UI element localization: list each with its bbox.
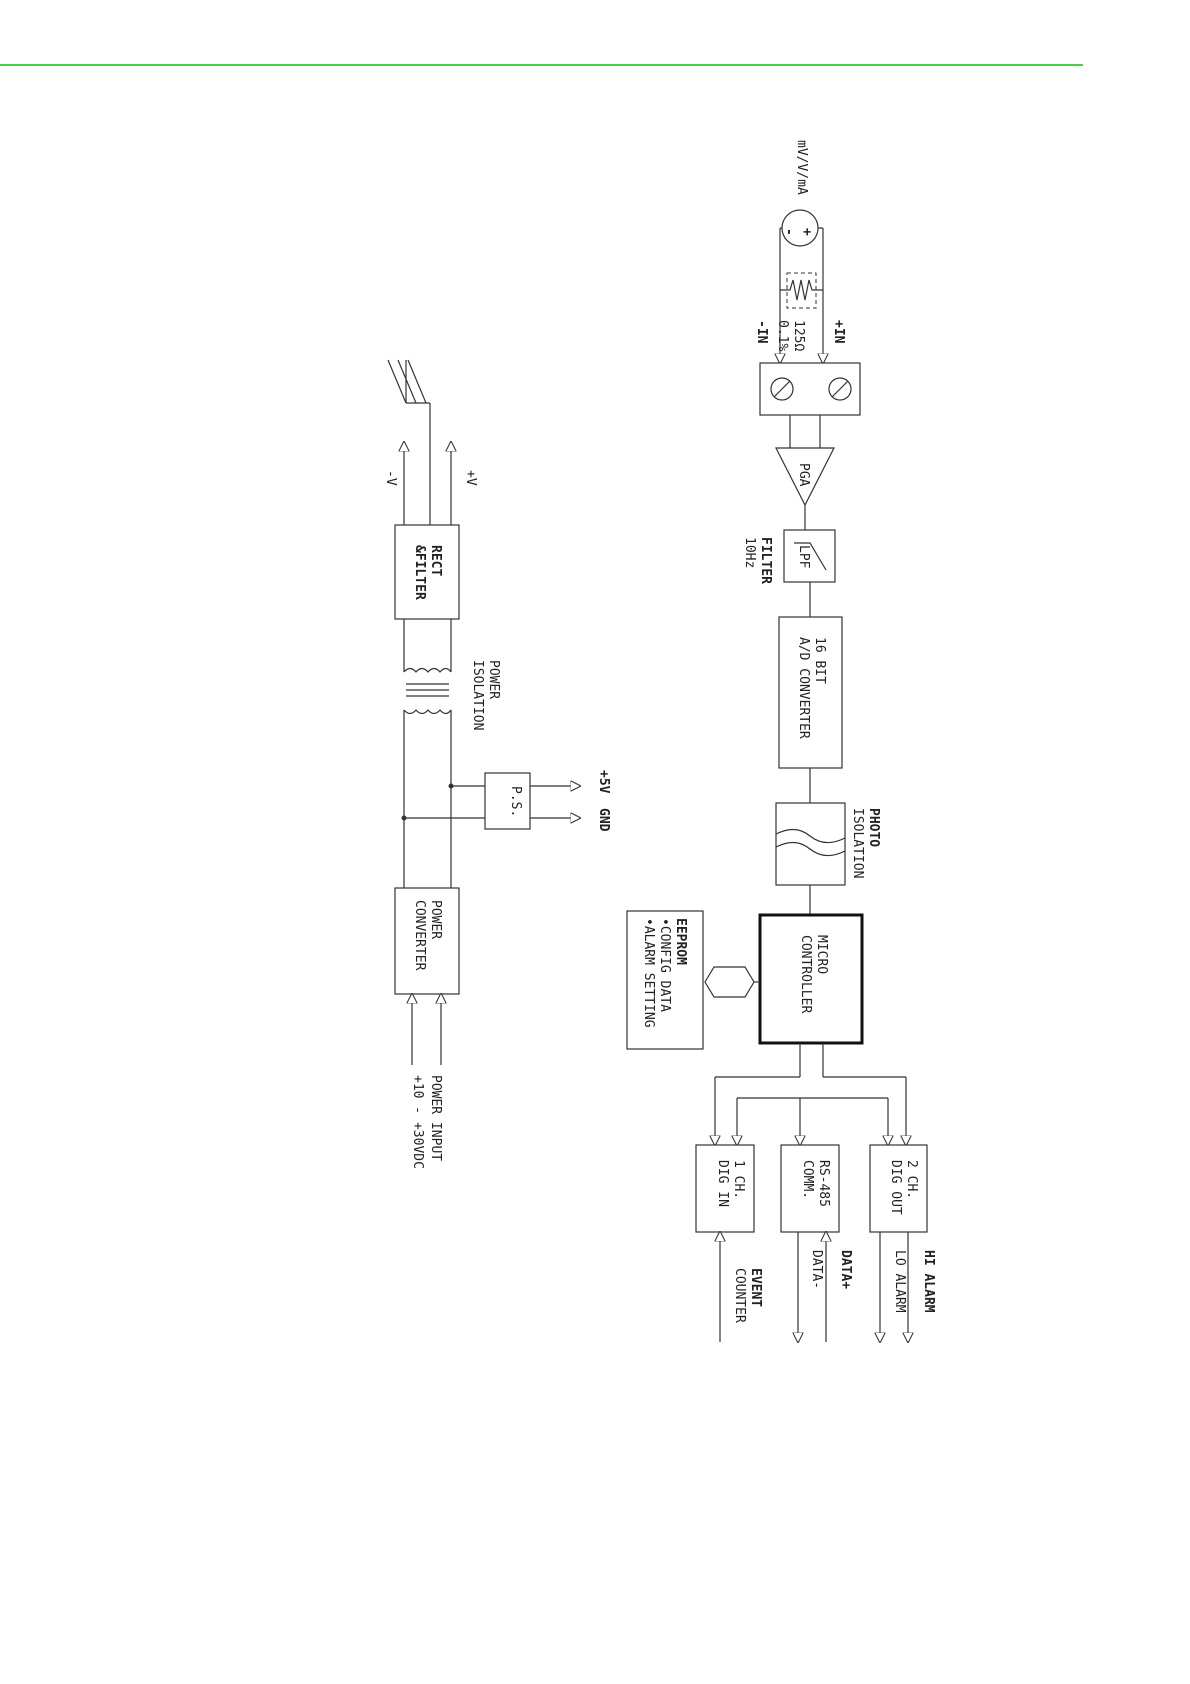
ad-converter: 16 BIT A/D CONVERTER bbox=[778, 616, 843, 803]
mcu-line1: MICRO bbox=[814, 935, 829, 974]
power-transformer-icon: POWER ISOLATION bbox=[403, 619, 501, 888]
event-line2: COUNTER bbox=[732, 1268, 747, 1323]
rect-line1: RECT bbox=[428, 545, 443, 576]
output-lines: HI ALARM LO ALARM DATA+ DATA- EVENT COUN… bbox=[720, 1232, 936, 1342]
eeprom: EEPROM •CONFIG DATA •ALARM SETTING bbox=[626, 910, 704, 1050]
minus-v-label: -V bbox=[383, 470, 398, 486]
conv-line1: POWER bbox=[428, 900, 443, 939]
event-line1: EVENT bbox=[748, 1268, 763, 1307]
signal-path: + - mV/V/mA 125Ω 0.1% +IN -IN PGA bbox=[626, 140, 936, 1342]
dig-in-line2: DIG IN bbox=[715, 1160, 730, 1207]
conv-line2: CONVERTER bbox=[412, 900, 427, 971]
filter-label: FILTER bbox=[758, 537, 773, 584]
low-pass-filter: LPF FILTER 10Hz bbox=[742, 529, 836, 617]
plus-in-label: +IN bbox=[831, 320, 846, 344]
output-bus bbox=[715, 1043, 906, 1145]
power-supply-block: P.S. +5V GND bbox=[484, 770, 611, 832]
dig-in-block: 1 CH. DIG IN bbox=[695, 1144, 755, 1233]
terminal-block bbox=[759, 362, 861, 448]
photo-isolation: PHOTO ISOLATION bbox=[775, 802, 881, 915]
input-line1: POWER INPUT bbox=[428, 1075, 443, 1161]
header-rule bbox=[0, 64, 1083, 66]
dig-out-line2: DIG OUT bbox=[888, 1160, 903, 1215]
plus5v-label: +5V bbox=[596, 770, 611, 794]
photo-line2: ISOLATION bbox=[850, 808, 865, 878]
hi-alarm-label: HI ALARM bbox=[921, 1250, 936, 1313]
rs485-block: RS-485 COMM. bbox=[780, 1144, 840, 1233]
dig-out-line1: 2 CH. bbox=[904, 1160, 919, 1199]
input-line2: +10 - +30VDC bbox=[410, 1075, 425, 1169]
ps-label: P.S. bbox=[508, 786, 523, 817]
eeprom-title: EEPROM bbox=[673, 918, 688, 965]
input-label: mV/V/mA bbox=[794, 140, 809, 195]
mcu-line2: CONTROLLER bbox=[798, 935, 813, 1013]
lo-alarm-label: LO ALARM bbox=[892, 1250, 907, 1313]
photo-line1: PHOTO bbox=[866, 808, 881, 847]
pga-label: PGA bbox=[796, 463, 811, 487]
rect-filter-block: RECT &FILTER bbox=[394, 524, 460, 620]
source-plus: + bbox=[799, 228, 814, 236]
minus-in-label: -IN bbox=[754, 320, 769, 344]
data-minus-label: DATA- bbox=[809, 1250, 824, 1289]
power-path: -V +V RECT &FILTER POWER ISOLATION bbox=[383, 359, 611, 1169]
iso-line2: ISOLATION bbox=[470, 660, 485, 730]
gnd-label: GND bbox=[596, 808, 611, 832]
filter-freq: 10Hz bbox=[742, 537, 757, 568]
resistor-tolerance: 0.1% bbox=[775, 320, 790, 351]
rs485-line1: RS-485 bbox=[816, 1160, 831, 1207]
resistor-value: 125Ω bbox=[791, 320, 806, 351]
data-plus-label: DATA+ bbox=[838, 1250, 853, 1289]
eeprom-item1: •CONFIG DATA bbox=[657, 918, 672, 1012]
plus-v-label: +V bbox=[463, 470, 478, 486]
adc-line1: 16 BIT bbox=[812, 637, 827, 684]
dig-in-line1: 1 CH. bbox=[731, 1160, 746, 1199]
bidirectional-arrow-icon bbox=[704, 966, 755, 998]
input-source: + - mV/V/mA bbox=[780, 140, 823, 363]
microcontroller: MICRO CONTROLLER bbox=[758, 913, 864, 1045]
resistor-icon bbox=[780, 279, 823, 301]
power-converter-block: POWER CONVERTER bbox=[394, 887, 460, 995]
ground-symbol-icon bbox=[387, 359, 431, 525]
adc-line2: A/D CONVERTER bbox=[796, 637, 811, 739]
voltage-source-icon bbox=[781, 209, 819, 247]
lpf-label: LPF bbox=[796, 545, 811, 569]
rect-line2: &FILTER bbox=[412, 545, 427, 600]
shunt-resistor: 125Ω 0.1% +IN -IN bbox=[754, 272, 846, 351]
pga-amplifier: PGA bbox=[775, 447, 835, 530]
eeprom-item2: •ALARM SETTING bbox=[641, 918, 656, 1028]
rs485-line2: COMM. bbox=[800, 1160, 815, 1199]
source-minus: - bbox=[781, 228, 796, 236]
iso-line1: POWER bbox=[486, 660, 501, 699]
dig-out-block: 2 CH. DIG OUT bbox=[869, 1144, 928, 1233]
